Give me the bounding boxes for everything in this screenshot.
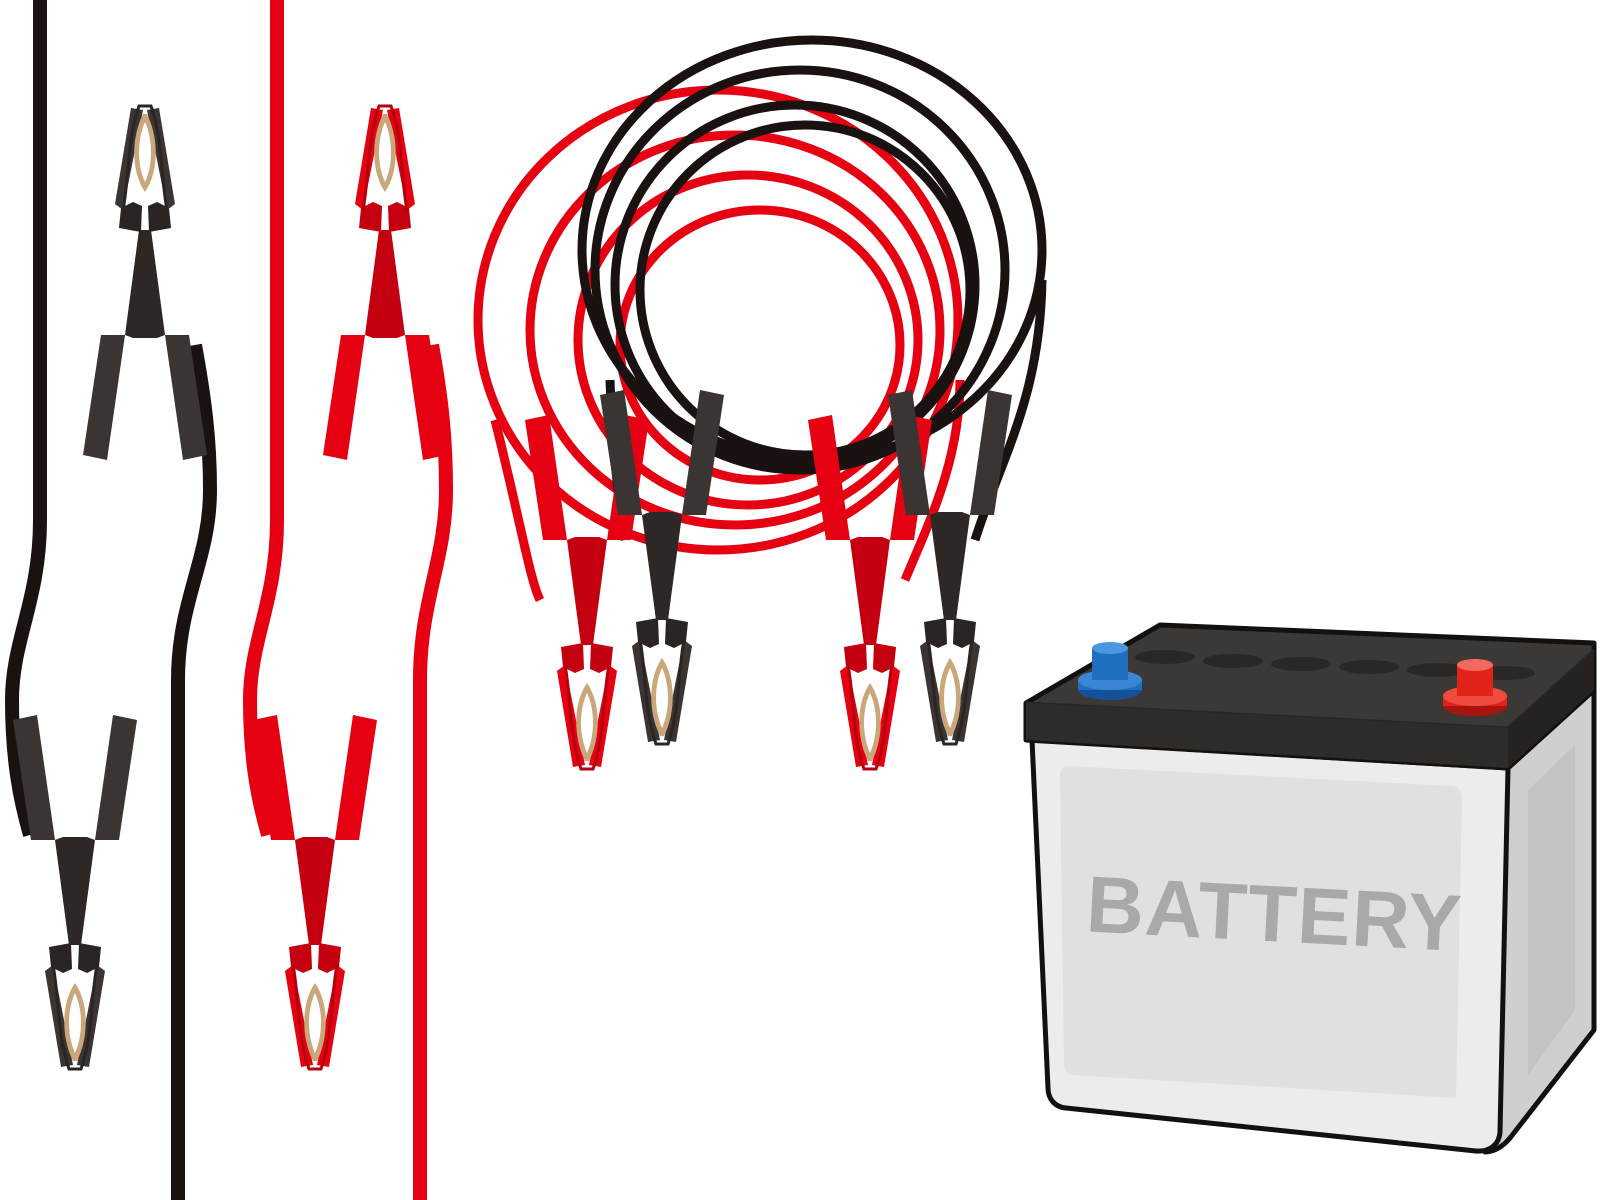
red-clamp-top bbox=[321, 104, 449, 462]
black-clamp-top bbox=[81, 104, 209, 462]
coiled-jumper-cables bbox=[473, 35, 1047, 771]
battery-icon: BATTERY bbox=[1023, 622, 1597, 1155]
black-jumper-cable-straight bbox=[4, 0, 218, 1200]
black-clamp-bottom bbox=[11, 713, 139, 1071]
battery-negative-terminal bbox=[1078, 642, 1142, 700]
battery-positive-terminal bbox=[1443, 659, 1507, 716]
battery-label: BATTERY bbox=[1084, 859, 1464, 968]
red-clamp-bottom bbox=[251, 713, 379, 1071]
red-jumper-cable-straight bbox=[242, 0, 454, 1200]
